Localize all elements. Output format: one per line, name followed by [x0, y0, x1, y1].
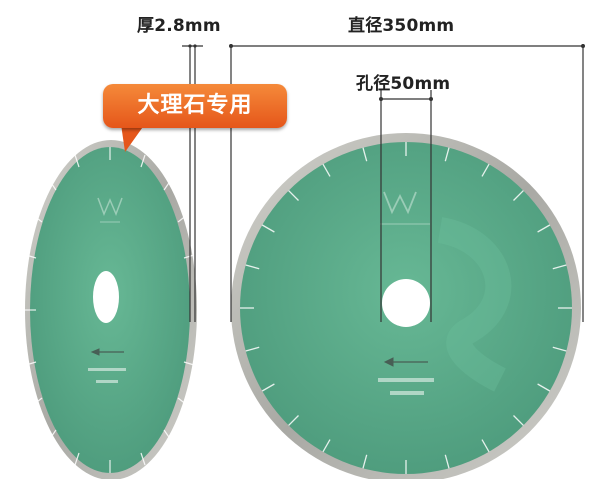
thickness-label: 厚2.8mm [137, 16, 221, 36]
segment-slot [362, 454, 368, 469]
segment-slot [288, 190, 299, 201]
segment-slot [537, 383, 551, 392]
segment-slot [481, 439, 490, 453]
segment-slot [245, 346, 260, 352]
bore-label: 孔径50mm [356, 74, 451, 94]
segment-slot [444, 147, 450, 162]
rotation-direction-arrow-icon [90, 348, 124, 356]
w-logo-icon [97, 197, 123, 223]
w-logo-icon [380, 191, 430, 225]
segment-slot [481, 163, 490, 177]
segment-slot [362, 147, 368, 162]
callout-text: 大理石专用 [137, 93, 253, 118]
segment-slot [245, 264, 260, 270]
segment-slot [322, 439, 331, 453]
side-view-blade [24, 140, 197, 480]
segment-slot [444, 454, 450, 469]
segment-slot [288, 415, 299, 426]
rotation-direction-arrow-icon [383, 357, 428, 367]
segment-slot [261, 383, 275, 392]
segment-slot [552, 346, 567, 352]
diameter-label: 直径350mm [348, 16, 455, 36]
segment-slot [552, 264, 567, 270]
front-view-blade [231, 133, 581, 483]
segment-slot [537, 224, 551, 233]
marble-use-callout: 大理石专用 [103, 84, 287, 128]
segment-slot [322, 163, 331, 177]
segment-slot [513, 415, 524, 426]
segment-slot [261, 224, 275, 233]
segment-slot [513, 190, 524, 201]
